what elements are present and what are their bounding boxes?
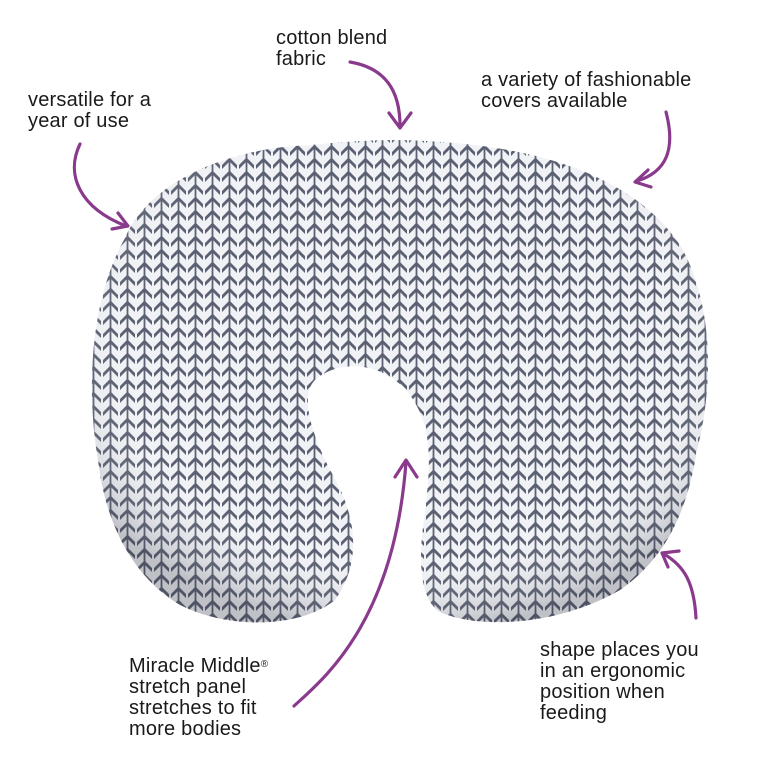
callout-versatile-line-1: versatile for a xyxy=(28,89,152,111)
callout-covers: a variety of fashionable covers availabl… xyxy=(481,70,691,112)
callout-versatile-line-2: year of use xyxy=(28,110,130,132)
callout-middle-line-2: stretch panel xyxy=(129,676,247,698)
callout-shape-line-1: shape places you xyxy=(540,639,699,661)
callout-middle-line-4: more bodies xyxy=(129,718,242,740)
callout-middle-line-3: stretches to fit xyxy=(129,697,257,719)
callout-fabric-line-1: cotton blend xyxy=(276,27,388,49)
callout-shape-line-4: feeding xyxy=(540,702,608,724)
callout-shape-line-2: in an ergonomic xyxy=(540,660,686,682)
arrow-fabric xyxy=(348,60,413,130)
callout-middle-line-1-text: Miracle Middle xyxy=(129,655,261,677)
callout-middle-line-1: Miracle Middle® xyxy=(129,656,268,677)
arrow-covers xyxy=(633,110,672,189)
callout-shape-line-3: position when xyxy=(540,681,665,703)
registered-mark: ® xyxy=(260,659,269,670)
arrow-middle xyxy=(292,458,419,708)
arrow-versatile xyxy=(72,142,130,231)
pillow-shading xyxy=(91,140,709,623)
callout-covers-line-2: covers available xyxy=(481,90,628,112)
callout-middle: Miracle Middle® stretch panel stretches … xyxy=(129,656,268,740)
arrow-shape xyxy=(660,549,698,620)
callout-shape: shape places you in an ergonomic positio… xyxy=(540,640,699,724)
callout-fabric-line-2: fabric xyxy=(276,48,327,70)
callout-covers-line-1: a variety of fashionable xyxy=(481,69,692,91)
callout-fabric: cotton blend fabric xyxy=(276,28,387,70)
callout-versatile: versatile for a year of use xyxy=(28,90,151,132)
